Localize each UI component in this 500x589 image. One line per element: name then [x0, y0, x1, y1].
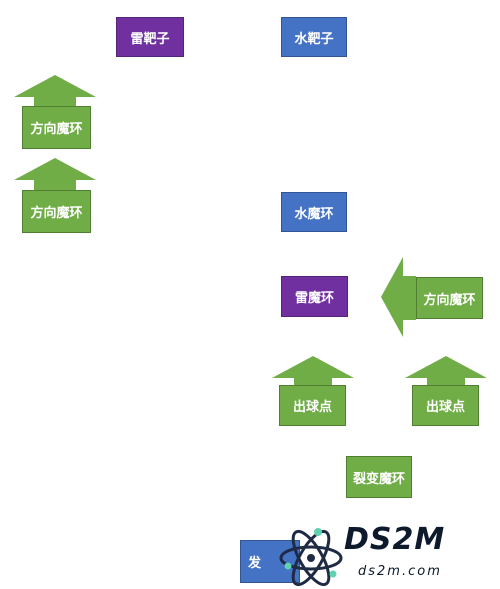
thunder-ring: 雷魔环: [281, 276, 348, 317]
exit-arrow-up-icon: [405, 356, 487, 378]
fission-ring: 裂变魔环: [346, 456, 412, 498]
arrow-stem: [34, 97, 76, 106]
direction-ring-3: 方向魔环: [416, 277, 483, 319]
arrow-stem: [403, 276, 416, 320]
arrow-stem: [427, 378, 465, 385]
exit-point-1: 出球点: [279, 385, 346, 426]
watermark-logo-text: DS2M: [344, 522, 446, 557]
water-target: 水靶子: [281, 17, 347, 57]
watermark-logo: DS2M ds2m.com: [272, 522, 500, 589]
atom-icon: [279, 528, 343, 587]
watermark-url: ds2m.com: [358, 564, 442, 579]
direction-ring-2: 方向魔环: [22, 190, 91, 233]
direction-arrow-left-icon: [381, 257, 403, 337]
water-ring: 水魔环: [281, 192, 347, 232]
arrow-stem: [294, 378, 332, 385]
thunder-target: 雷靶子: [116, 17, 184, 57]
exit-arrow-up-icon: [272, 356, 354, 378]
launch-point: 发: [240, 540, 300, 583]
direction-arrow-up-icon: [14, 75, 96, 97]
direction-arrow-up-icon: [14, 158, 96, 180]
direction-ring-1: 方向魔环: [22, 106, 91, 149]
arrow-stem: [34, 180, 76, 190]
exit-point-2: 出球点: [412, 385, 479, 426]
